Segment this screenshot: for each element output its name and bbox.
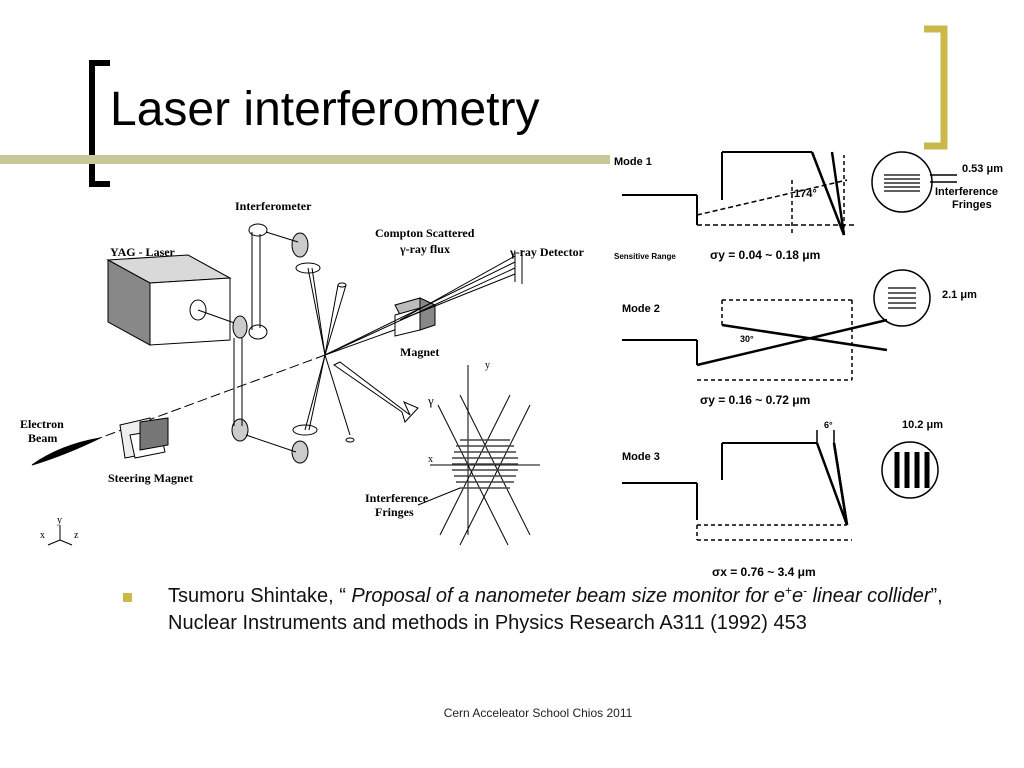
slide-title: Laser interferometry — [110, 83, 540, 136]
inset-axis-y-label: y — [485, 360, 490, 371]
mode3-label: Mode 3 — [622, 451, 660, 463]
electron-beam-label-line1: Electron — [20, 417, 64, 431]
footer-text: Cern Acceleator School Chios 2011 — [443, 706, 633, 720]
reference-author: Tsumoru Shintake, “ — [168, 585, 352, 607]
mode1-label: Mode 1 — [614, 156, 652, 168]
mode2-sigma-label: σy = 0.16 ~ 0.72 μm — [700, 393, 810, 407]
fringes-label-line1: Interference — [365, 491, 429, 505]
reference-title-a: Proposal of a nanometer beam size monito… — [351, 585, 785, 607]
steering-magnet-label: Steering Magnet — [108, 471, 193, 485]
reference-rest: ”, Nuclear Instruments and methods in Ph… — [168, 585, 943, 634]
interferometer-label: Interferometer — [235, 199, 312, 213]
reference-text: Tsumoru Shintake, “ Proposal of a nanome… — [168, 583, 968, 637]
reference-sup-plus: + — [784, 583, 792, 598]
left-title-bracket — [89, 60, 110, 187]
reference-sup-minus: - — [803, 583, 808, 598]
title-underline-rule — [0, 155, 610, 164]
compton-label-line2: γ-ray flux — [399, 242, 450, 256]
fringes-label-line2: Fringes — [375, 505, 414, 519]
mode2-spacing-label: 2.1 μm — [942, 289, 977, 301]
mode3-spacing-label: 10.2 μm — [902, 419, 943, 431]
sensitive-range-label: Sensitive Range — [614, 252, 676, 261]
mode1-angle-label: 174° — [794, 188, 817, 200]
mode2-angle-label: 30° — [740, 334, 754, 344]
laser-interferometer-setup-diagram: Interferometer Compton Scattered γ-ray f… — [20, 199, 585, 546]
interference-modes-diagram: Mode 1 174° 0.53 μm Interference Fringes… — [614, 151, 1003, 579]
electron-beam-label-line2: Beam — [28, 431, 57, 445]
triad-x-label: x — [40, 530, 45, 541]
mode3-angle-label: 6° — [824, 420, 833, 430]
reference-title-c: linear collider — [807, 585, 931, 607]
mode1-fringes-label-line1: Interference — [935, 186, 998, 198]
mode3-sigma-label: σx = 0.76 ~ 3.4 μm — [712, 565, 816, 579]
inset-axis-x-label: x — [428, 454, 433, 465]
yag-laser-label: YAG - Laser — [110, 245, 176, 259]
triad-z-label: z — [74, 530, 79, 541]
mode2-label: Mode 2 — [622, 303, 660, 315]
mode1-spacing-label: 0.53 μm — [962, 163, 1003, 175]
reference-bullet — [123, 593, 132, 602]
mode1-sigma-label: σy = 0.04 ~ 0.18 μm — [710, 248, 820, 262]
gamma-symbol-label: γ — [427, 393, 434, 408]
reference-title-b: e — [792, 585, 804, 607]
triad-y-label: y — [57, 515, 62, 526]
compton-label-line1: Compton Scattered — [375, 226, 475, 240]
right-title-bracket — [924, 25, 948, 150]
mode1-fringes-label-line2: Fringes — [952, 199, 992, 211]
gamma-detector-label: γ-ray Detector — [509, 245, 585, 259]
magnet-label: Magnet — [400, 345, 439, 359]
